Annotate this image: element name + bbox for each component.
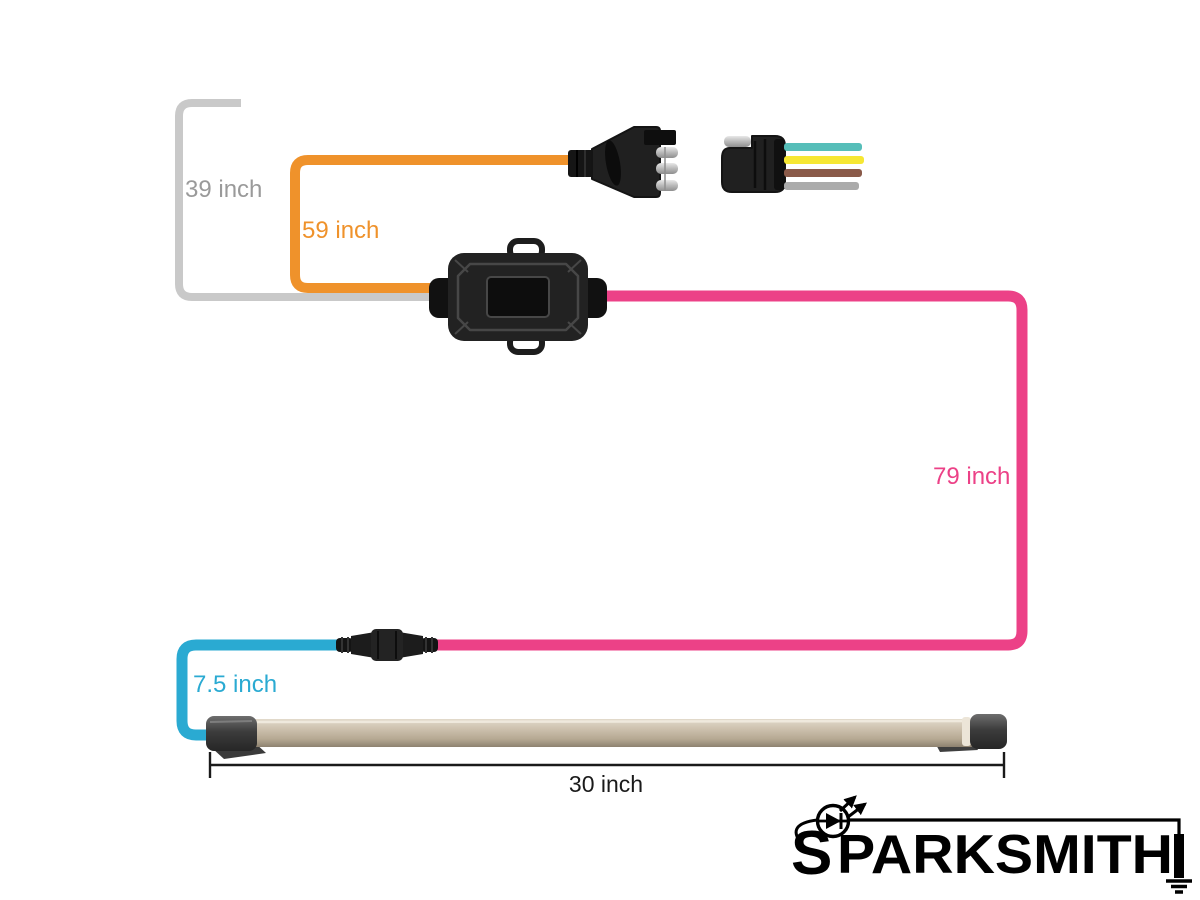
male-connector-socket	[644, 130, 676, 145]
trailer-wire-brown	[784, 169, 862, 177]
female-connector-body	[721, 135, 786, 193]
endcap-highlight	[209, 720, 253, 723]
logo-circuit-wire	[794, 818, 818, 844]
inline-barrel-connector	[336, 629, 438, 661]
male-connector-slot	[605, 140, 621, 186]
control-box-bevel	[456, 262, 580, 332]
bar-dimension: 30 inch	[208, 752, 1006, 797]
led-diode-icon	[815, 795, 868, 839]
bevel-corner	[567, 321, 582, 335]
light-bar-end-glow	[962, 717, 971, 746]
barrel-hub	[371, 629, 403, 661]
bevel-corner	[454, 321, 469, 335]
bevel-corner	[567, 259, 582, 273]
male-connector-strain-relief	[568, 150, 594, 177]
trailer-wire-teal	[784, 143, 862, 151]
light-bar-body	[246, 719, 976, 747]
bevel-corner	[454, 259, 469, 273]
light-bar-highlight	[251, 719, 971, 724]
cyan-wire-length-label: 7.5 inch	[193, 671, 277, 698]
gray-wire	[175, 99, 448, 301]
orange-wire	[290, 155, 576, 293]
logo-circuit-wire	[848, 818, 1181, 836]
trailer-wire-yellow	[784, 156, 864, 164]
barrel-rib-right	[421, 638, 438, 652]
pink-wire-length-label: 79 inch	[933, 463, 1010, 490]
ground-symbol-icon	[1166, 834, 1192, 894]
barrel-cone-left	[351, 632, 375, 658]
control-box	[429, 238, 607, 355]
four-pin-female-connector	[721, 135, 864, 193]
barrel-rib-left	[336, 638, 353, 652]
bar-dimension-label: 30 inch	[569, 771, 643, 797]
control-box-center-panel	[486, 276, 550, 318]
male-connector-pin	[656, 163, 678, 174]
female-connector-pin	[724, 136, 751, 147]
gray-wire-length-label: 39 inch	[185, 176, 262, 203]
cyan-wire	[176, 639, 344, 741]
brand-logo: S PARKSMITH	[791, 795, 1192, 894]
orange-wire-length-label: 59 inch	[302, 217, 379, 244]
light-bar-endcap-left	[206, 716, 257, 751]
male-connector-pin	[656, 180, 678, 191]
wire-length-labels: 39 inch 59 inch 79 inch 7.5 inch	[185, 176, 1010, 698]
trailer-wire-white	[784, 182, 859, 190]
pink-wire	[436, 290, 1028, 651]
barrel-cone-right	[399, 632, 423, 658]
led-light-bar	[206, 714, 1007, 759]
wires	[175, 99, 1028, 741]
light-bar-endcap-right	[970, 714, 1007, 749]
brand-wordmark-rest: PARKSMITH	[837, 823, 1173, 885]
brand-wordmark-initial: S	[791, 819, 832, 888]
female-connector-face	[774, 139, 785, 190]
four-pin-male-connector	[568, 126, 678, 198]
male-connector-pin	[656, 147, 678, 158]
